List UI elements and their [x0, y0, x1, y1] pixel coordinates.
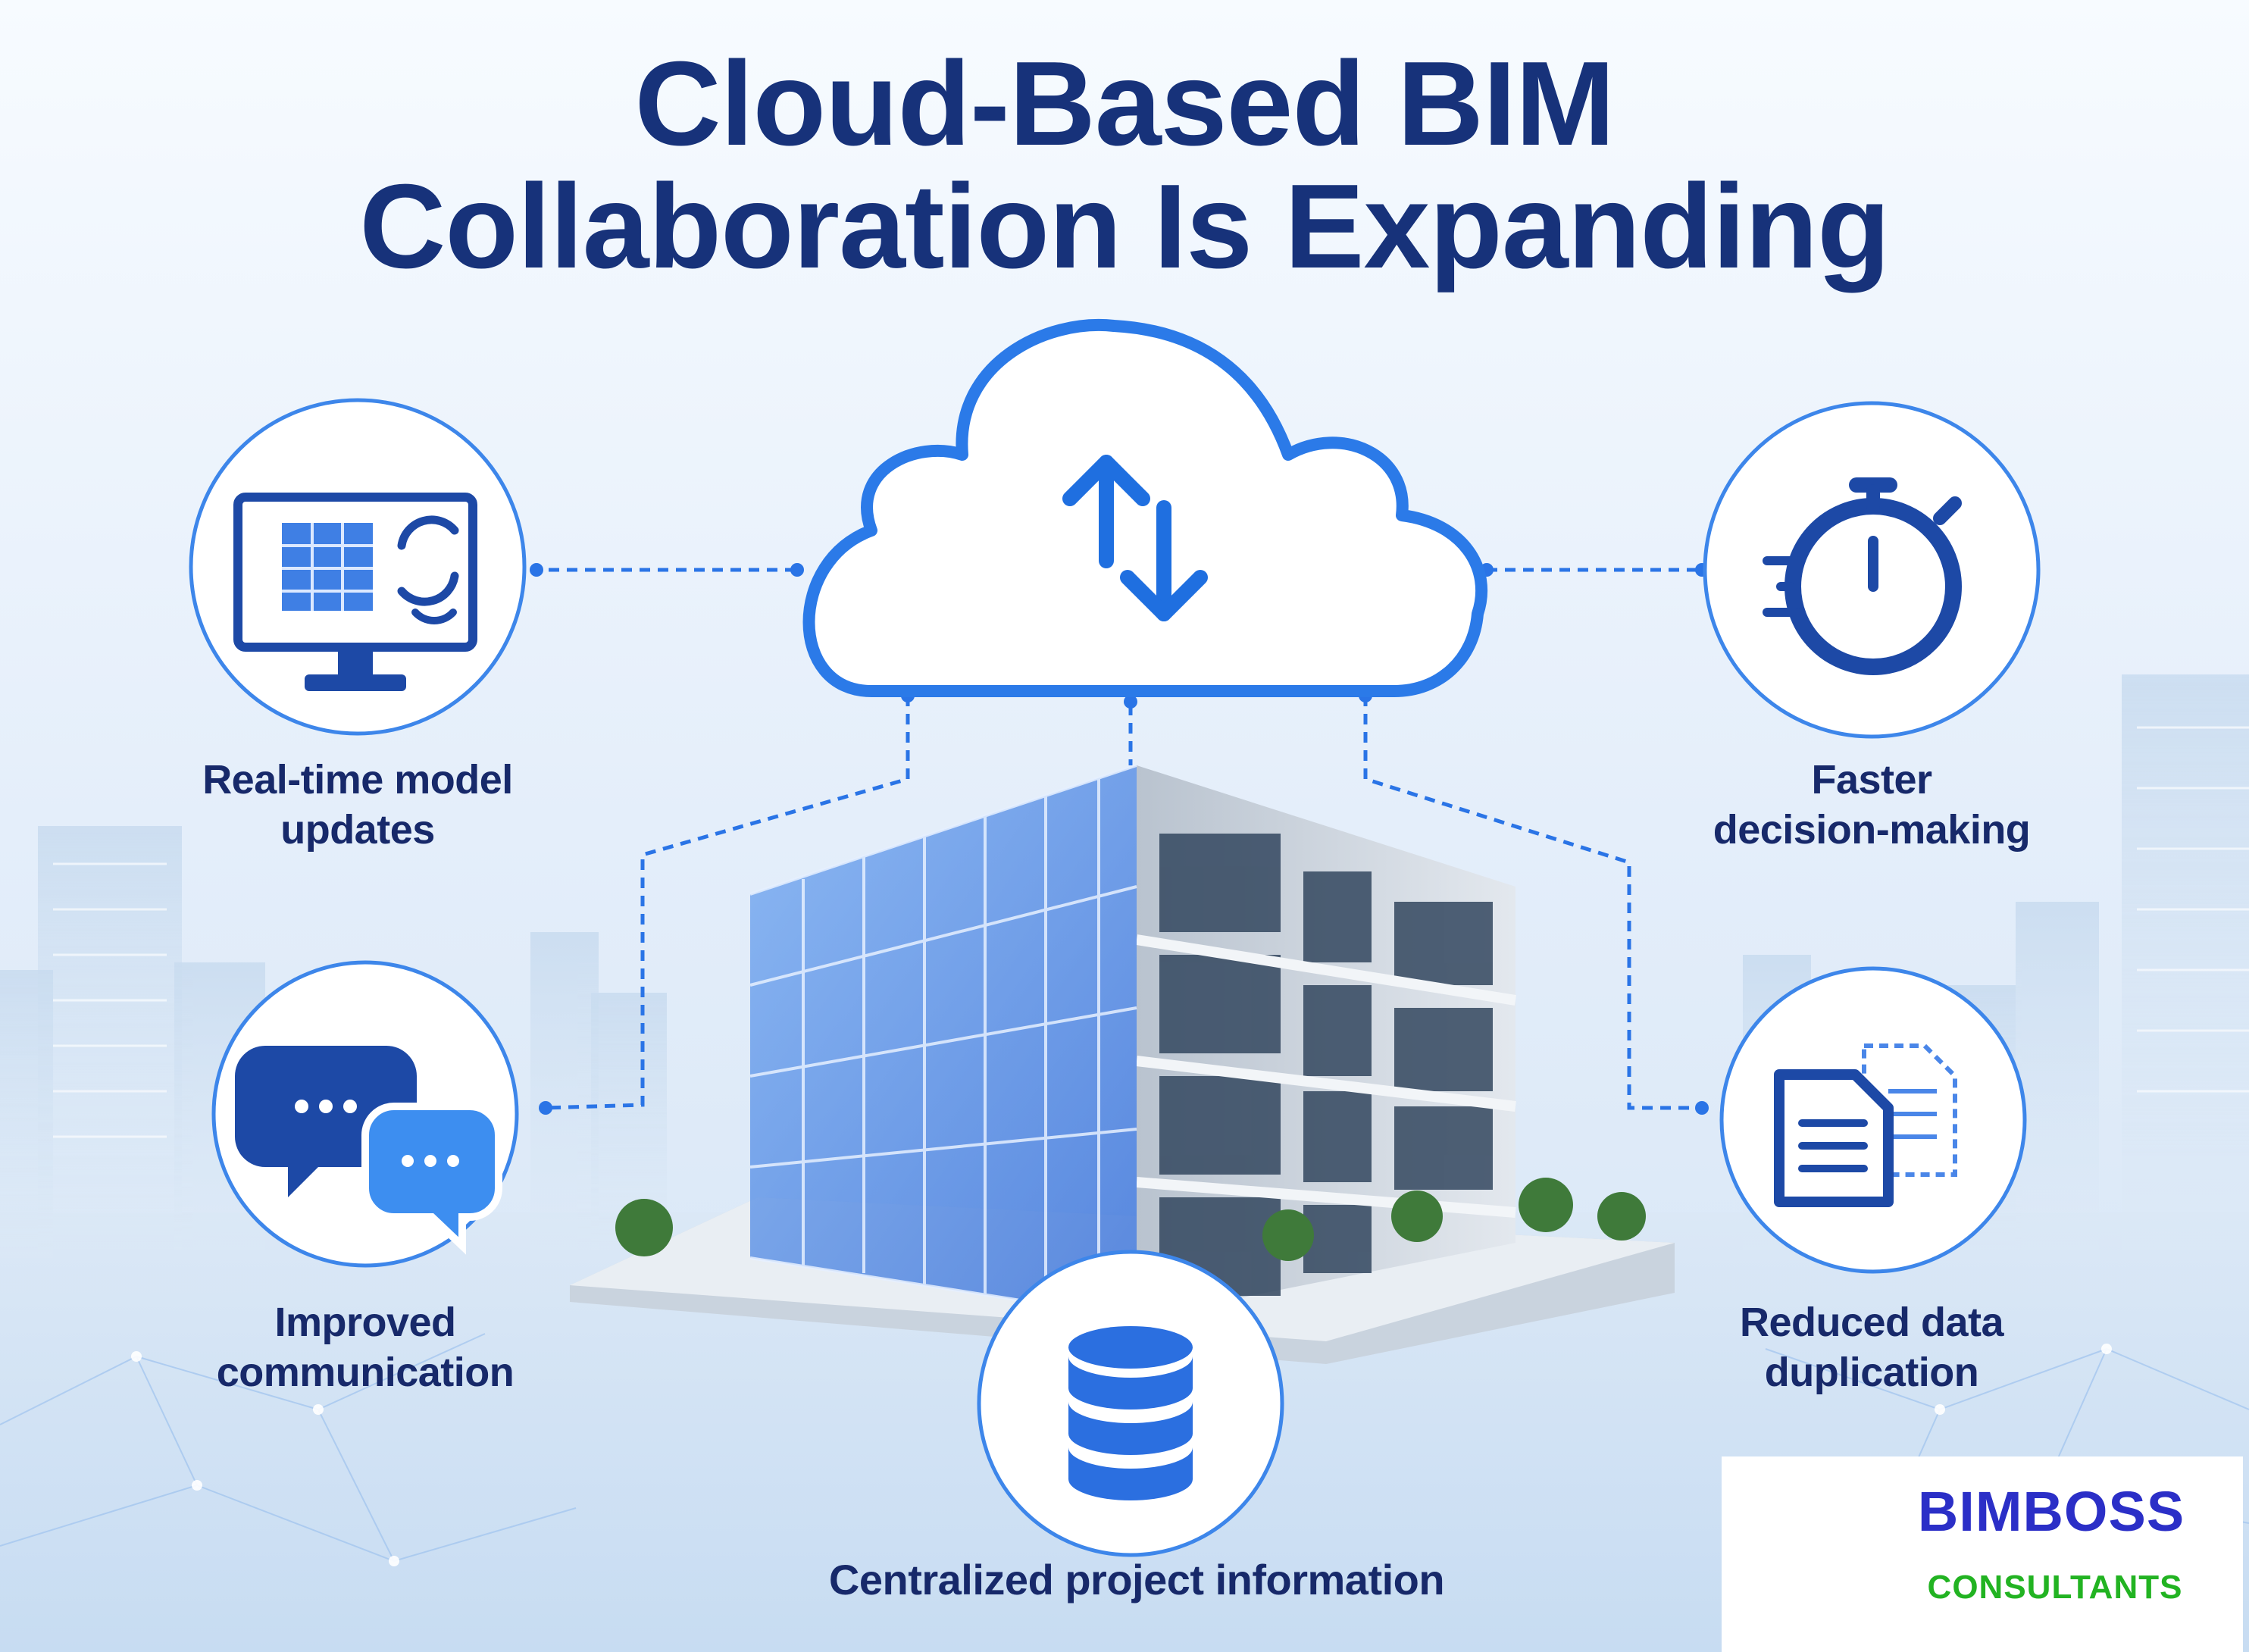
circle-communication [211, 960, 519, 1268]
label-realtime-line2: updates [280, 807, 435, 853]
label-communication-line1: Improved [274, 1300, 456, 1345]
monitor-building-sync-icon [233, 493, 477, 691]
label-faster-line1: Faster [1811, 757, 1932, 803]
page-title-line1: Cloud-Based BIM [634, 37, 1616, 171]
label-faster: Faster decision-making [1644, 755, 2099, 855]
label-duplication: Reduced data duplication [1644, 1297, 2099, 1397]
label-communication: Improved communication [130, 1297, 600, 1397]
logo-subtitle: CONSULTANTS [1927, 1569, 2183, 1606]
page-title-line2: Collaboration Is Expanding [359, 160, 1890, 293]
sync-arrows-icon [1062, 455, 1208, 621]
label-realtime: Real-time model updates [130, 755, 585, 855]
label-realtime-line1: Real-time model [202, 757, 513, 803]
documents-icon [1774, 1043, 1957, 1207]
circle-realtime [189, 398, 527, 736]
label-duplication-line1: Reduced data [1739, 1300, 2004, 1345]
database-icon [1068, 1326, 1193, 1500]
circle-centralized [977, 1250, 1284, 1557]
label-communication-line2: communication [216, 1350, 515, 1395]
label-faster-line2: decision-making [1713, 807, 2031, 853]
chat-bubbles-icon [235, 1046, 502, 1255]
stopwatch-icon [1763, 477, 1962, 675]
central-cloud [802, 319, 1487, 697]
logo-name: BIMBOSS [1917, 1480, 2185, 1543]
label-centralized: Centralized project information [828, 1556, 1445, 1604]
bimboss-logo: BIMBOSS CONSULTANTS [1722, 1456, 2243, 1652]
connector-lines [530, 568, 1702, 1110]
label-duplication-line2: duplication [1764, 1350, 1979, 1395]
circle-faster [1703, 401, 2041, 739]
circle-duplication [1719, 966, 2027, 1274]
